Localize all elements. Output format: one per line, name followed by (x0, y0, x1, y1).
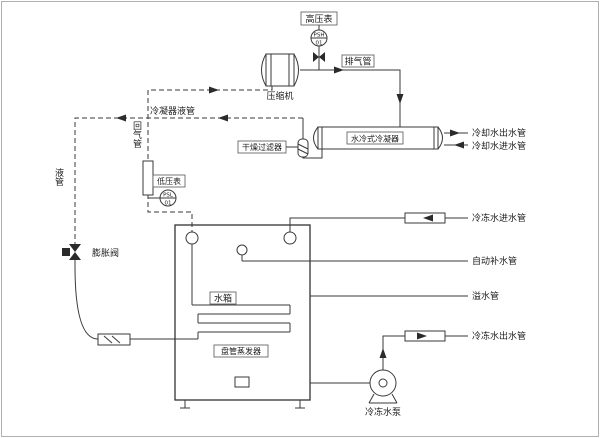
flow-arrow-down-icon (396, 94, 404, 104)
tank-nozzle-circle (283, 231, 297, 245)
coil-evaporator-label: 盘管蒸发器 (221, 346, 261, 356)
suction-accumulator-symbol (142, 160, 154, 196)
condenser-right-cap (437, 126, 443, 150)
pump-casing (369, 369, 397, 397)
auto-refill-line (241, 255, 468, 262)
return-gas-pipe-label: 回气管 (131, 121, 142, 148)
condenser-label-box (346, 131, 404, 145)
filter-drier-label: 干燥过滤器 (242, 142, 282, 152)
chilled-water-pump-label: 冷冻水泵 (365, 406, 401, 418)
flow-arrow-up-icon (379, 348, 387, 358)
flow-arrow-right-icon (209, 86, 219, 94)
condenser-label: 水冷式冷凝器 (351, 134, 399, 144)
valve-outlet-curve (74, 260, 99, 340)
expansion-valve-symbol (62, 244, 81, 260)
water-tank-label-box (209, 291, 237, 305)
water-tank-symbol (174, 224, 311, 401)
water-tank-label: 水箱 (214, 293, 232, 305)
expansion-valve-bulb (62, 248, 70, 256)
psl-number: 01 (165, 201, 172, 207)
filter-drier-hatch (297, 143, 309, 155)
flow-arrow-right-icon (450, 129, 460, 137)
pump-impeller (378, 378, 388, 388)
low-pressure-gauge-label: 低压表 (157, 176, 181, 186)
chilled-water-pump-symbol (368, 369, 398, 404)
tank-legs (180, 400, 305, 409)
flow-arrow-left-icon (454, 141, 464, 149)
tank-drain-fitting (234, 376, 250, 388)
chilled-water-in-label: 冷冻水进水管 (472, 212, 526, 224)
gauge-valve-icon (319, 52, 325, 62)
return-gas-pipe-line (147, 86, 273, 232)
compressor-right-cap (293, 53, 299, 87)
flow-arrow-left-icon (423, 214, 433, 222)
high-pressure-gauge-label: 高压表 (305, 13, 332, 25)
compressor-body (265, 53, 295, 87)
tank-nozzle-circle (236, 244, 248, 256)
compressor-left-cap (261, 53, 267, 87)
low-pressure-gauge-label-box (152, 174, 186, 188)
overflow-label: 溢水管 (472, 290, 499, 302)
psl-tag: PSL (163, 193, 174, 199)
flow-arrow-right-icon (334, 66, 344, 74)
discharge-pipe-line (300, 69, 401, 127)
chilled-water-out-label: 冷冻水出水管 (472, 330, 526, 342)
pump-base (368, 393, 398, 404)
exhaust-pipe-label: 排气管 (344, 56, 371, 68)
flow-arrow-right-icon (417, 332, 427, 340)
compressor-symbol (261, 53, 299, 87)
cooling-water-in-label: 冷却水进水管 (472, 140, 526, 152)
compressor-label: 压缩机 (266, 90, 293, 102)
pipe-section-symbol (97, 333, 131, 346)
expansion-valve-body (69, 252, 81, 260)
coil-evaporator-symbol (191, 244, 291, 333)
pipe-section-hatch (103, 335, 121, 344)
condenser-left-cap (313, 126, 319, 150)
tank-nozzle-circle (185, 231, 199, 245)
flow-arrow-left-icon (218, 114, 228, 122)
evaporator-feed-line (130, 332, 199, 340)
auto-refill-label: 自动补水管 (472, 255, 517, 267)
flow-arrow-left-icon (116, 114, 126, 122)
gauge-valve-icon (313, 52, 319, 62)
condenser-outlet-line (302, 118, 323, 159)
psh-tag: PSH (314, 33, 325, 39)
cooling-water-out-label: 冷却水出水管 (472, 127, 526, 139)
psh-number: 01 (316, 41, 323, 47)
liquid-pipe-label: 液管 (53, 167, 64, 186)
coil-evaporator-label-box (213, 344, 269, 358)
exhaust-pipe-label-box (341, 54, 375, 68)
expansion-valve-body (69, 244, 81, 252)
expansion-valve-label: 膨胀阀 (92, 247, 119, 259)
condensate-liquid-pipe-label: 冷凝器液管 (150, 105, 195, 117)
